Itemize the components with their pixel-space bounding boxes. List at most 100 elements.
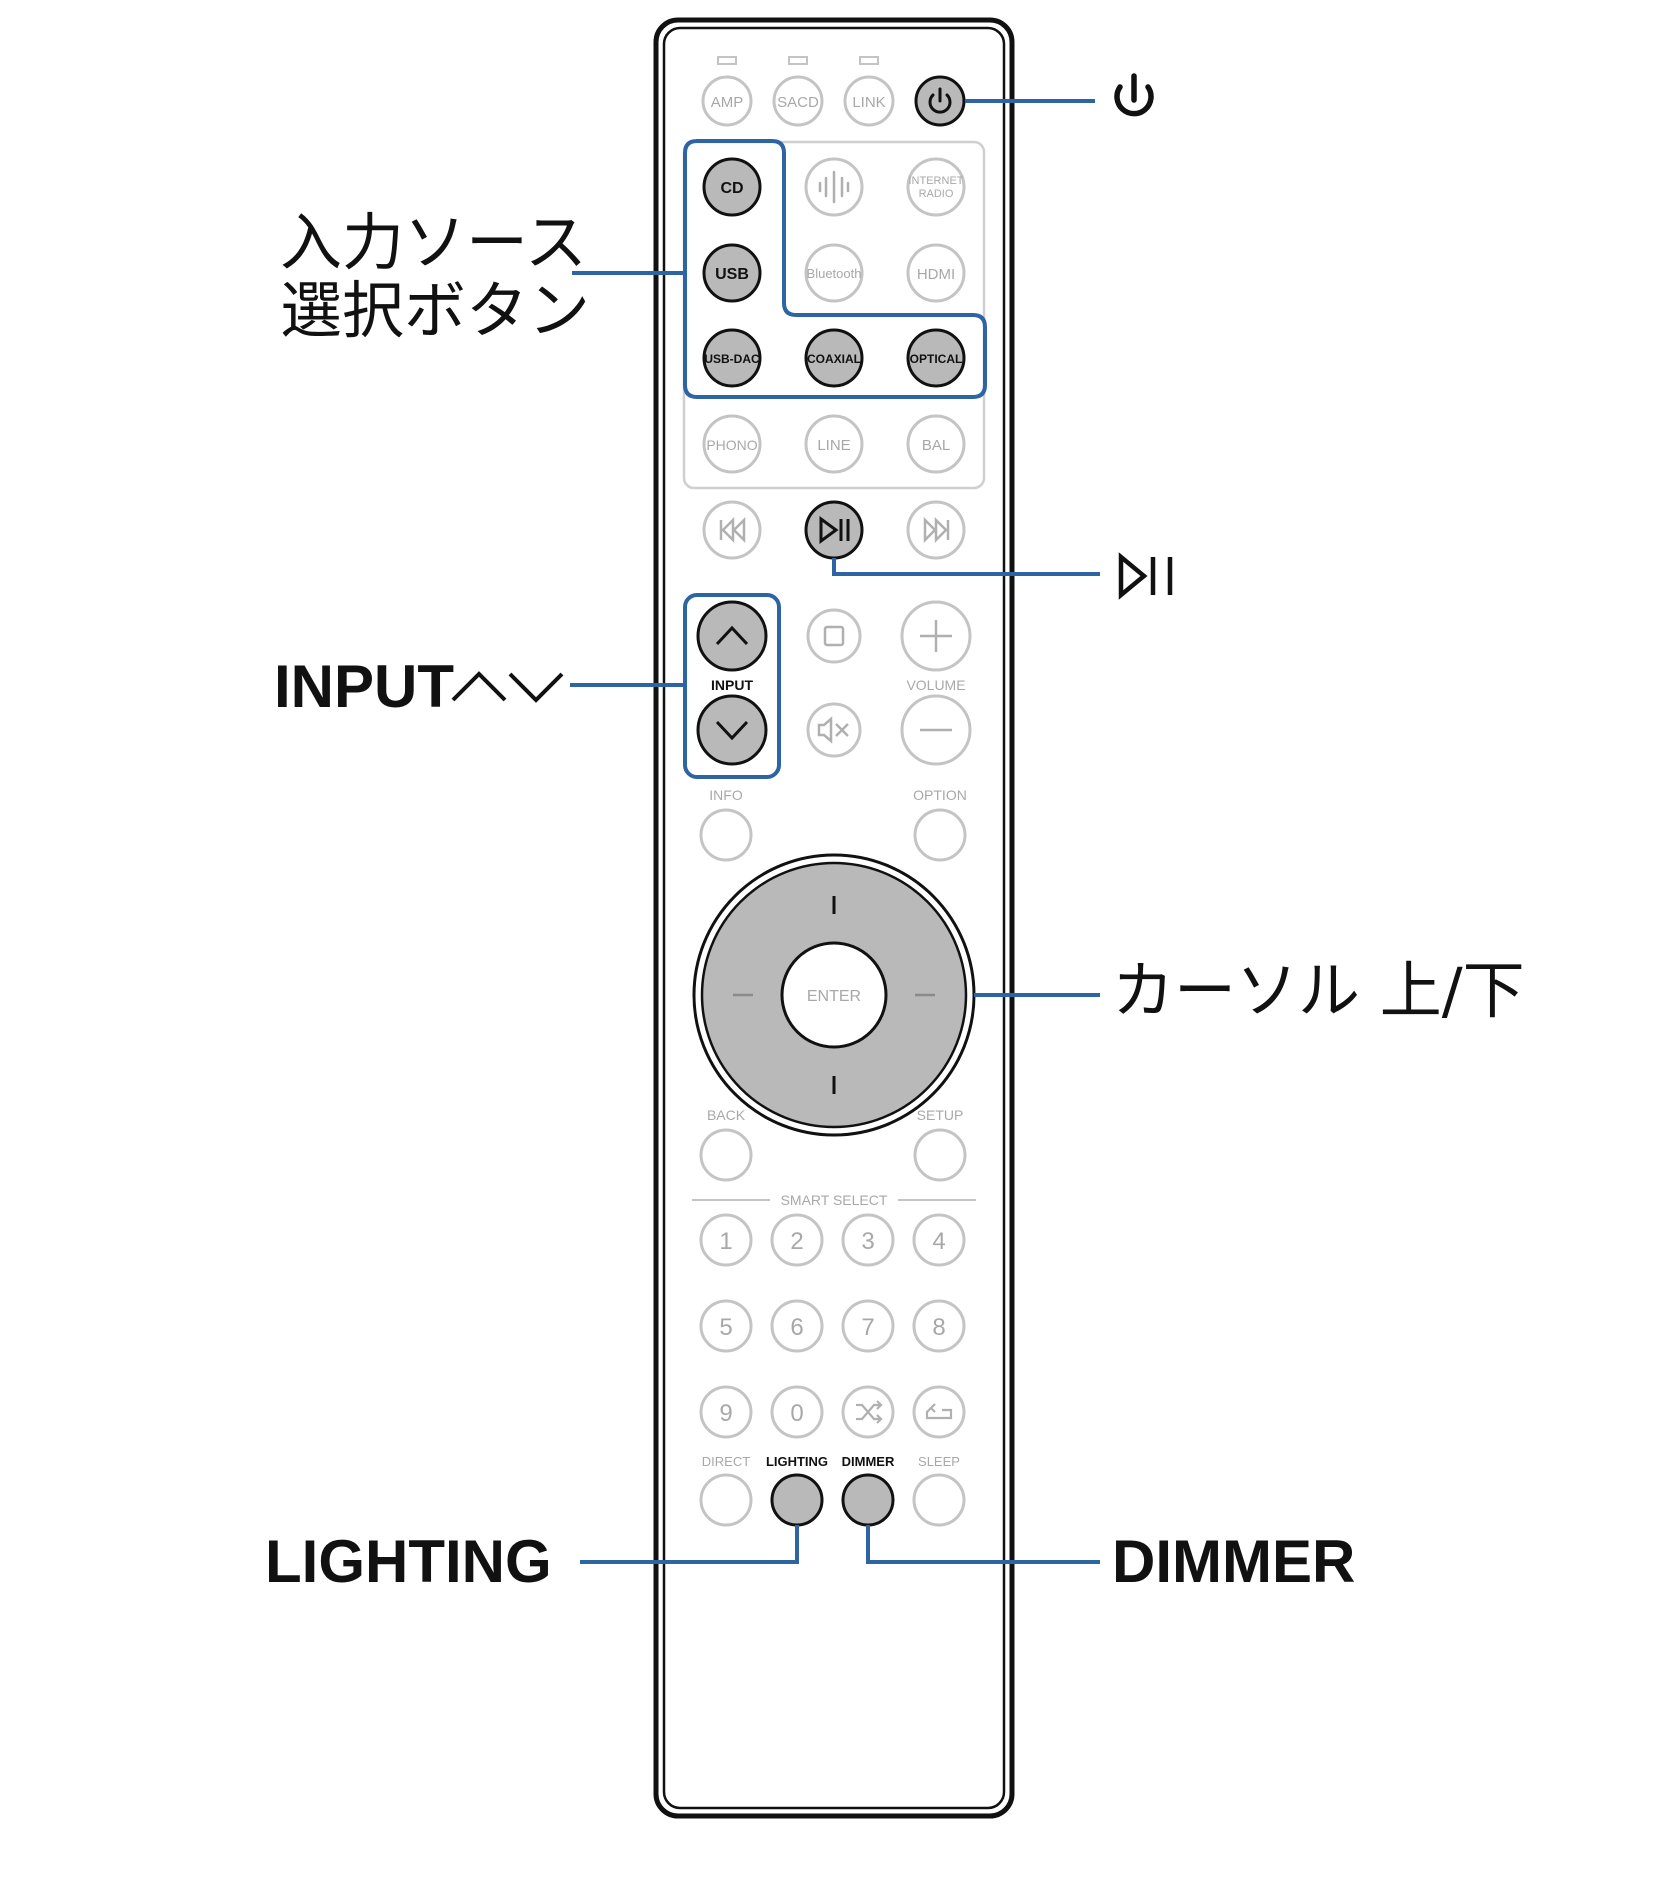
source-select-label-line1: 入力ソース [280,206,587,279]
stop-button[interactable] [806,608,862,664]
coaxial-label: COAXIAL [807,352,861,366]
hdmi-button[interactable]: HDMI [906,243,966,303]
lighting-callout-label: LIGHTING [265,1528,552,1595]
input-chevrons-icon [451,671,564,703]
info-button[interactable] [699,808,753,862]
number-key[interactable]: 0 [770,1385,824,1439]
coaxial-button[interactable]: COAXIAL [804,328,864,388]
skip-forward-button[interactable] [906,500,966,560]
number-key-label: 7 [861,1314,874,1341]
option-label: OPTION [913,787,967,803]
hdmi-label: HDMI [917,266,955,283]
bal-button[interactable]: BAL [906,414,966,474]
optical-label: OPTICAL [910,352,963,366]
number-key[interactable]: 7 [841,1299,895,1353]
cd-button[interactable]: CD [702,157,762,217]
usb-label: USB [715,266,749,283]
repeat-icon [925,1403,953,1420]
number-key-label: 8 [932,1314,945,1341]
lighting-button[interactable] [770,1473,824,1527]
skip-back-button[interactable] [702,500,762,560]
chevron-up-icon [715,625,749,646]
back-label: BACK [707,1107,746,1123]
input-callout-label: INPUT [274,653,454,720]
back-button[interactable] [699,1128,753,1182]
number-key-label: 1 [719,1228,732,1255]
dimmer-label: DIMMER [842,1454,895,1469]
power-icon [1114,73,1154,117]
phono-button[interactable]: PHONO [702,414,762,474]
cursor-callout-label: カーソル 上/下 [1112,954,1525,1027]
line-button[interactable]: LINE [804,414,864,474]
play-pause-icon [1118,552,1173,600]
play-pause-icon [819,516,850,544]
setup-label: SETUP [917,1107,964,1123]
mute-icon [817,716,849,744]
lighting-label: LIGHTING [766,1454,828,1469]
number-key[interactable]: 6 [770,1299,824,1353]
internet-radio-button[interactable]: INTERNET RADIO [906,157,966,217]
chevron-down-icon [715,720,749,741]
link-button[interactable]: LINK [843,75,895,127]
sacd-button[interactable]: SACD [772,75,824,127]
link-label: LINK [852,94,885,111]
mute-button[interactable] [806,702,862,758]
power-button[interactable] [914,75,966,127]
number-key[interactable]: 1 [699,1213,753,1267]
input-down-button[interactable] [696,694,768,766]
enter-button[interactable]: ENTER [780,941,888,1049]
volume-down-button[interactable] [900,694,972,766]
enter-label: ENTER [807,988,861,1005]
power-icon [928,87,952,114]
heos-icon [818,170,850,204]
source-select-label-line2: 選択ボタン [280,274,591,347]
usb-dac-label: USB-DAC [704,352,760,366]
plus-icon [920,620,952,652]
dimmer-button[interactable] [841,1473,895,1527]
number-key-label: 5 [719,1314,732,1341]
number-key-label: 6 [790,1314,803,1341]
amp-button[interactable]: AMP [701,75,753,127]
info-label: INFO [709,787,743,803]
dimmer-callout-label: DIMMER [1112,1528,1356,1595]
number-key[interactable]: 9 [699,1385,753,1439]
play-pause-button[interactable] [804,500,864,560]
optical-button[interactable]: OPTICAL [906,328,966,388]
number-key[interactable]: 3 [841,1213,895,1267]
heos-button[interactable] [804,157,864,217]
sleep-button[interactable] [912,1473,966,1527]
bluetooth-button[interactable]: Bluetooth [804,243,864,303]
option-button[interactable] [913,808,967,862]
direct-label: DIRECT [702,1454,750,1469]
number-key[interactable]: 4 [912,1213,966,1267]
number-key-label: 3 [861,1228,874,1255]
sacd-label: SACD [777,94,819,111]
line-label: LINE [817,437,850,454]
number-key-label: 0 [790,1400,803,1427]
sacd-led [788,56,808,65]
number-key[interactable]: 5 [699,1299,753,1353]
number-key-label: 9 [719,1400,732,1427]
phono-label: PHONO [706,437,757,453]
internet-radio-label-line2: RADIO [919,188,954,200]
usb-button[interactable]: USB [702,243,762,303]
skip-forward-icon [923,516,950,544]
number-key[interactable]: 8 [912,1299,966,1353]
bal-label: BAL [922,437,950,454]
setup-button[interactable] [913,1128,967,1182]
direct-button[interactable] [699,1473,753,1527]
number-key[interactable]: 2 [770,1213,824,1267]
smart-select-label: SMART SELECT [781,1192,888,1208]
skip-back-icon [719,516,746,544]
stop-icon [823,625,845,647]
random-button[interactable] [841,1385,895,1439]
number-key-label: 4 [932,1228,945,1255]
repeat-button[interactable] [912,1385,966,1439]
input-up-button[interactable] [696,600,768,672]
volume-label: VOLUME [906,677,965,693]
shuffle-icon [856,1400,883,1424]
usb-dac-button[interactable]: USB-DAC [702,328,762,388]
volume-up-button[interactable] [900,600,972,672]
cd-label: CD [720,180,743,197]
